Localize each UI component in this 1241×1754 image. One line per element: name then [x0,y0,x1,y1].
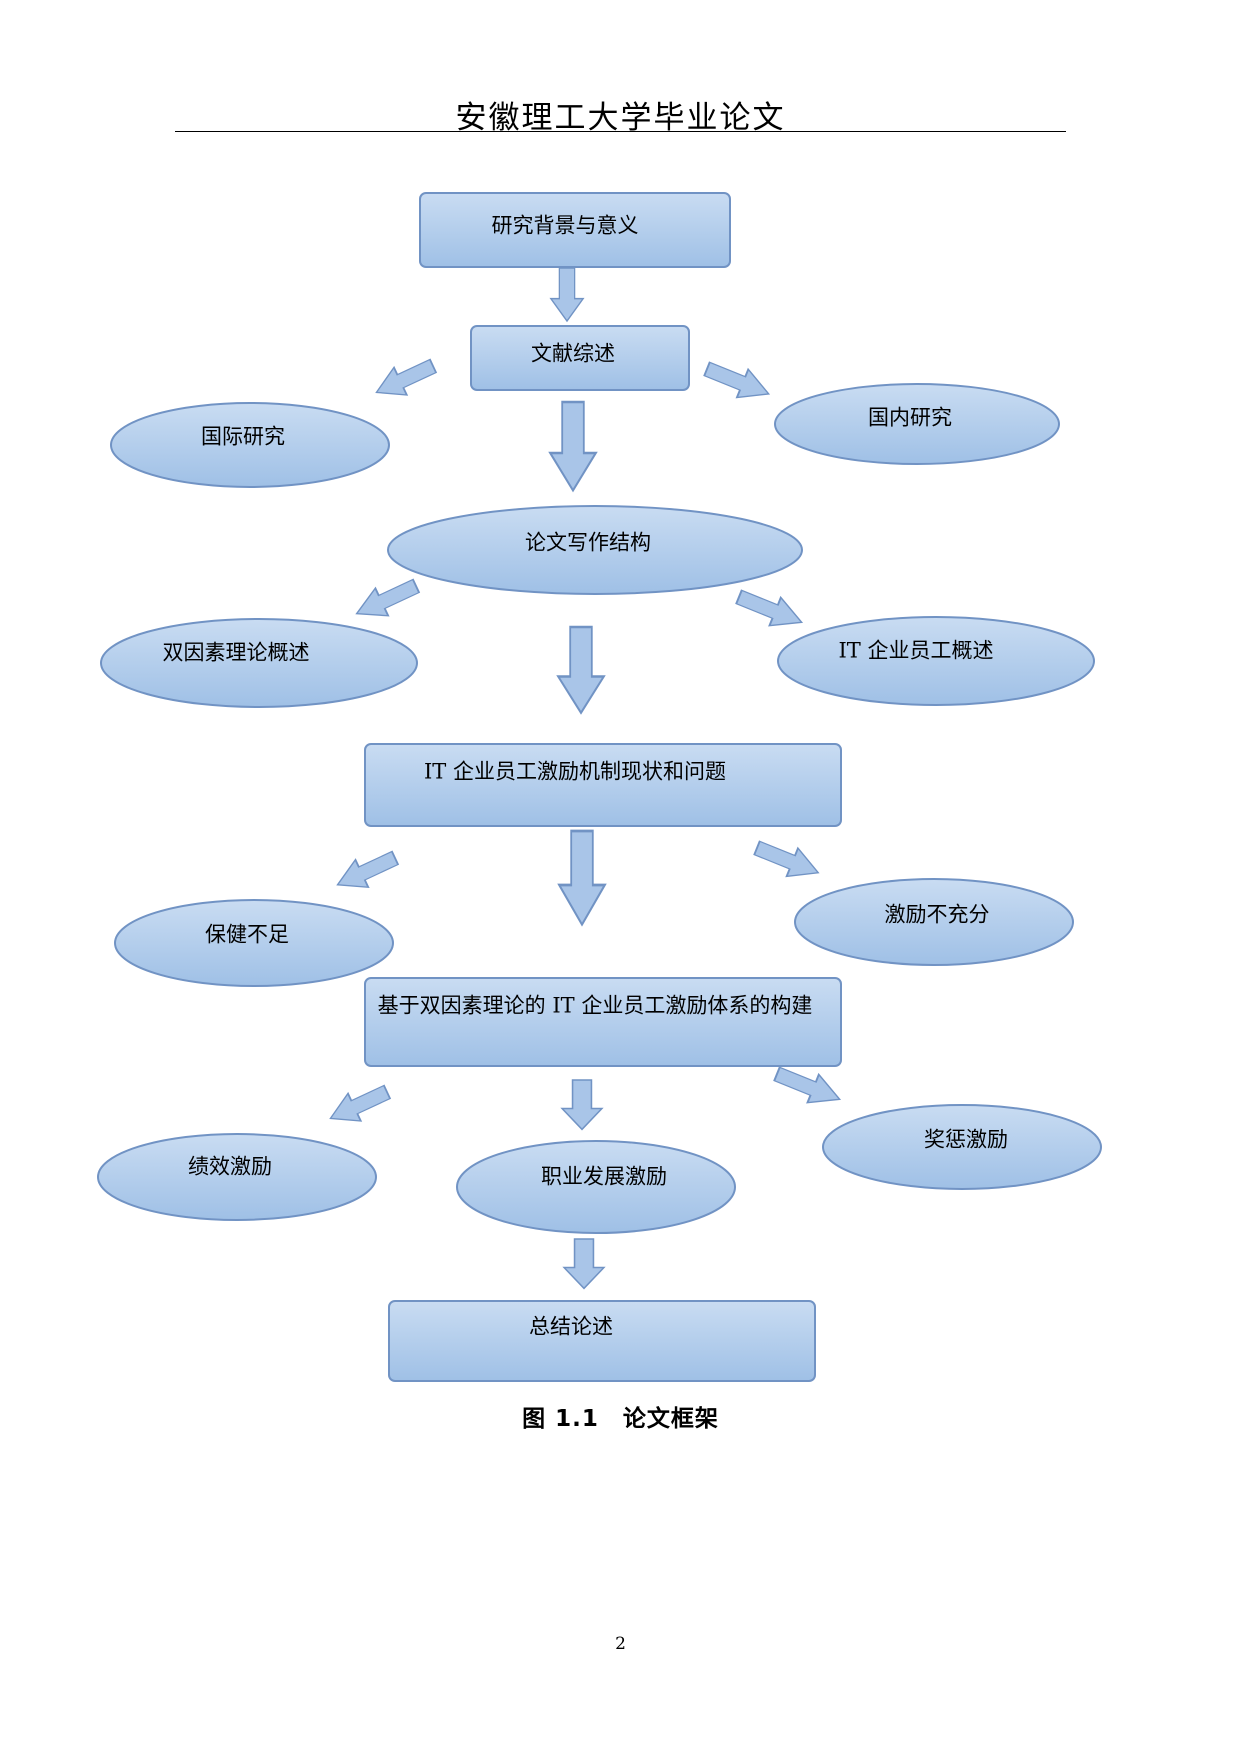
node-motivation-insufficient: 激励不充分 [794,878,1074,966]
node-performance-incentive-label: 绩效激励 [188,1155,272,1179]
node-research-background-label: 研究背景与意义 [492,214,639,238]
node-career-incentive-label: 职业发展激励 [541,1165,667,1189]
node-two-factor-overview: 双因素理论概述 [100,618,418,708]
node-incentive-system-label: 基于双因素理论的 IT 企业员工激励体系的构建 [378,994,813,1018]
node-international-research-label: 国际研究 [201,425,285,449]
node-it-staff-overview-label: IT 企业员工概述 [839,639,994,663]
node-incentive-system: 基于双因素理论的 IT 企业员工激励体系的构建 [364,977,842,1067]
figure-caption: 图 1.1 论文框架 [522,1406,719,1432]
node-summary-label: 总结论述 [529,1315,613,1339]
node-summary: 总结论述 [388,1300,816,1382]
node-paper-structure-label: 论文写作结构 [525,531,651,555]
node-incentive-status-label: IT 企业员工激励机制现状和问题 [424,760,726,784]
arrow-to-motivation [750,832,825,888]
node-literature-review: 文献综述 [470,325,690,391]
node-career-incentive: 职业发展激励 [456,1140,736,1234]
node-domestic-research-label: 国内研究 [868,406,952,430]
arrow-to-it-staff [732,581,809,638]
arrow-to-domestic [700,353,776,409]
arrow-to-hygiene [330,843,403,900]
arrow-down-to-status [556,625,606,715]
node-international-research: 国际研究 [110,402,390,488]
node-incentive-status: IT 企业员工激励机制现状和问题 [364,743,842,827]
arrow-down-to-summary [563,1238,605,1290]
arrow-to-performance [323,1077,395,1134]
header-rule [175,131,1066,132]
arrow-to-international [369,351,441,408]
node-reward-punishment: 奖惩激励 [822,1104,1102,1190]
arrow-to-reward [770,1058,847,1115]
arrow-to-two-factor [349,571,424,629]
page-number: 2 [615,1634,626,1654]
node-reward-punishment-label: 奖惩激励 [924,1128,1008,1152]
arrow-down-to-system [557,829,607,926]
node-hygiene-insufficient: 保健不足 [114,899,394,987]
node-research-background: 研究背景与意义 [419,192,731,268]
arrow-down-to-literature [550,267,584,322]
node-domestic-research: 国内研究 [774,383,1060,465]
node-it-staff-overview: IT 企业员工概述 [777,616,1095,706]
node-performance-incentive: 绩效激励 [97,1133,377,1221]
node-literature-review-label: 文献综述 [531,342,615,366]
arrow-down-to-structure [548,400,598,492]
node-paper-structure: 论文写作结构 [387,505,803,595]
arrow-down-to-career [561,1079,603,1131]
node-hygiene-insufficient-label: 保健不足 [205,923,289,947]
node-motivation-insufficient-label: 激励不充分 [885,903,990,927]
page-header-title: 安徽理工大学毕业论文 [455,100,786,136]
node-two-factor-overview-label: 双因素理论概述 [163,641,310,665]
